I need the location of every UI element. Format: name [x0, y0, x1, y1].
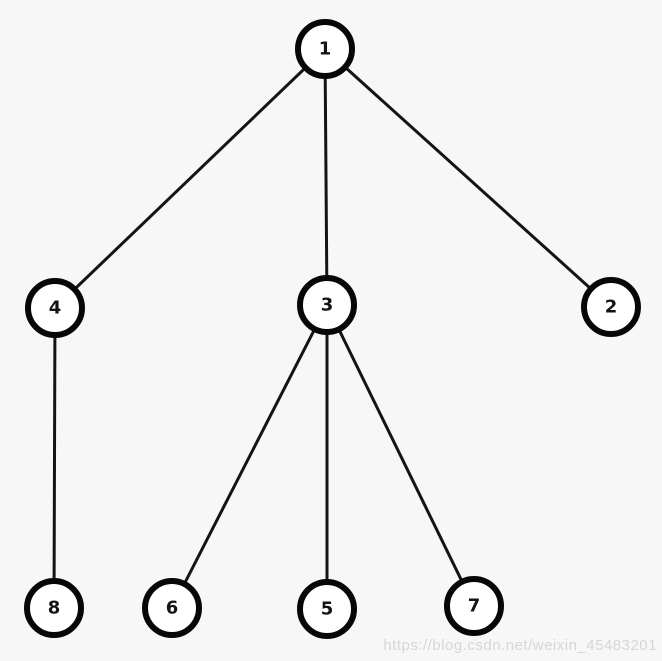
node-label-7: 7 — [468, 596, 481, 617]
node-label-1: 1 — [319, 39, 332, 60]
edge-1-2 — [323, 47, 613, 309]
node-6: 6 — [142, 578, 202, 638]
node-label-8: 8 — [48, 598, 61, 619]
node-7: 7 — [444, 576, 504, 636]
node-2: 2 — [581, 277, 641, 337]
node-5: 5 — [297, 579, 357, 639]
edge-3-7 — [325, 304, 476, 607]
edge-1-3 — [323, 48, 329, 306]
edge-1-4 — [53, 47, 327, 310]
node-label-2: 2 — [605, 297, 618, 318]
node-circle-6 — [142, 578, 202, 638]
node-1: 1 — [295, 19, 355, 79]
node-circle-2 — [581, 277, 641, 337]
node-label-5: 5 — [321, 599, 334, 620]
node-3: 3 — [297, 275, 357, 335]
edge-4-8 — [52, 307, 57, 609]
node-label-3: 3 — [321, 295, 334, 316]
node-circle-8 — [24, 578, 84, 638]
node-circle-3 — [297, 275, 357, 335]
node-circle-4 — [25, 278, 85, 338]
node-circle-5 — [297, 579, 357, 639]
csdn-watermark: https://blog.csdn.net/weixin_45483201 — [383, 637, 657, 654]
node-circle-7 — [444, 576, 504, 636]
node-label-6: 6 — [166, 598, 179, 619]
edge-3-6 — [170, 304, 329, 609]
node-4: 4 — [25, 278, 85, 338]
node-label-4: 4 — [49, 298, 62, 319]
node-8: 8 — [24, 578, 84, 638]
node-circle-1 — [295, 19, 355, 79]
